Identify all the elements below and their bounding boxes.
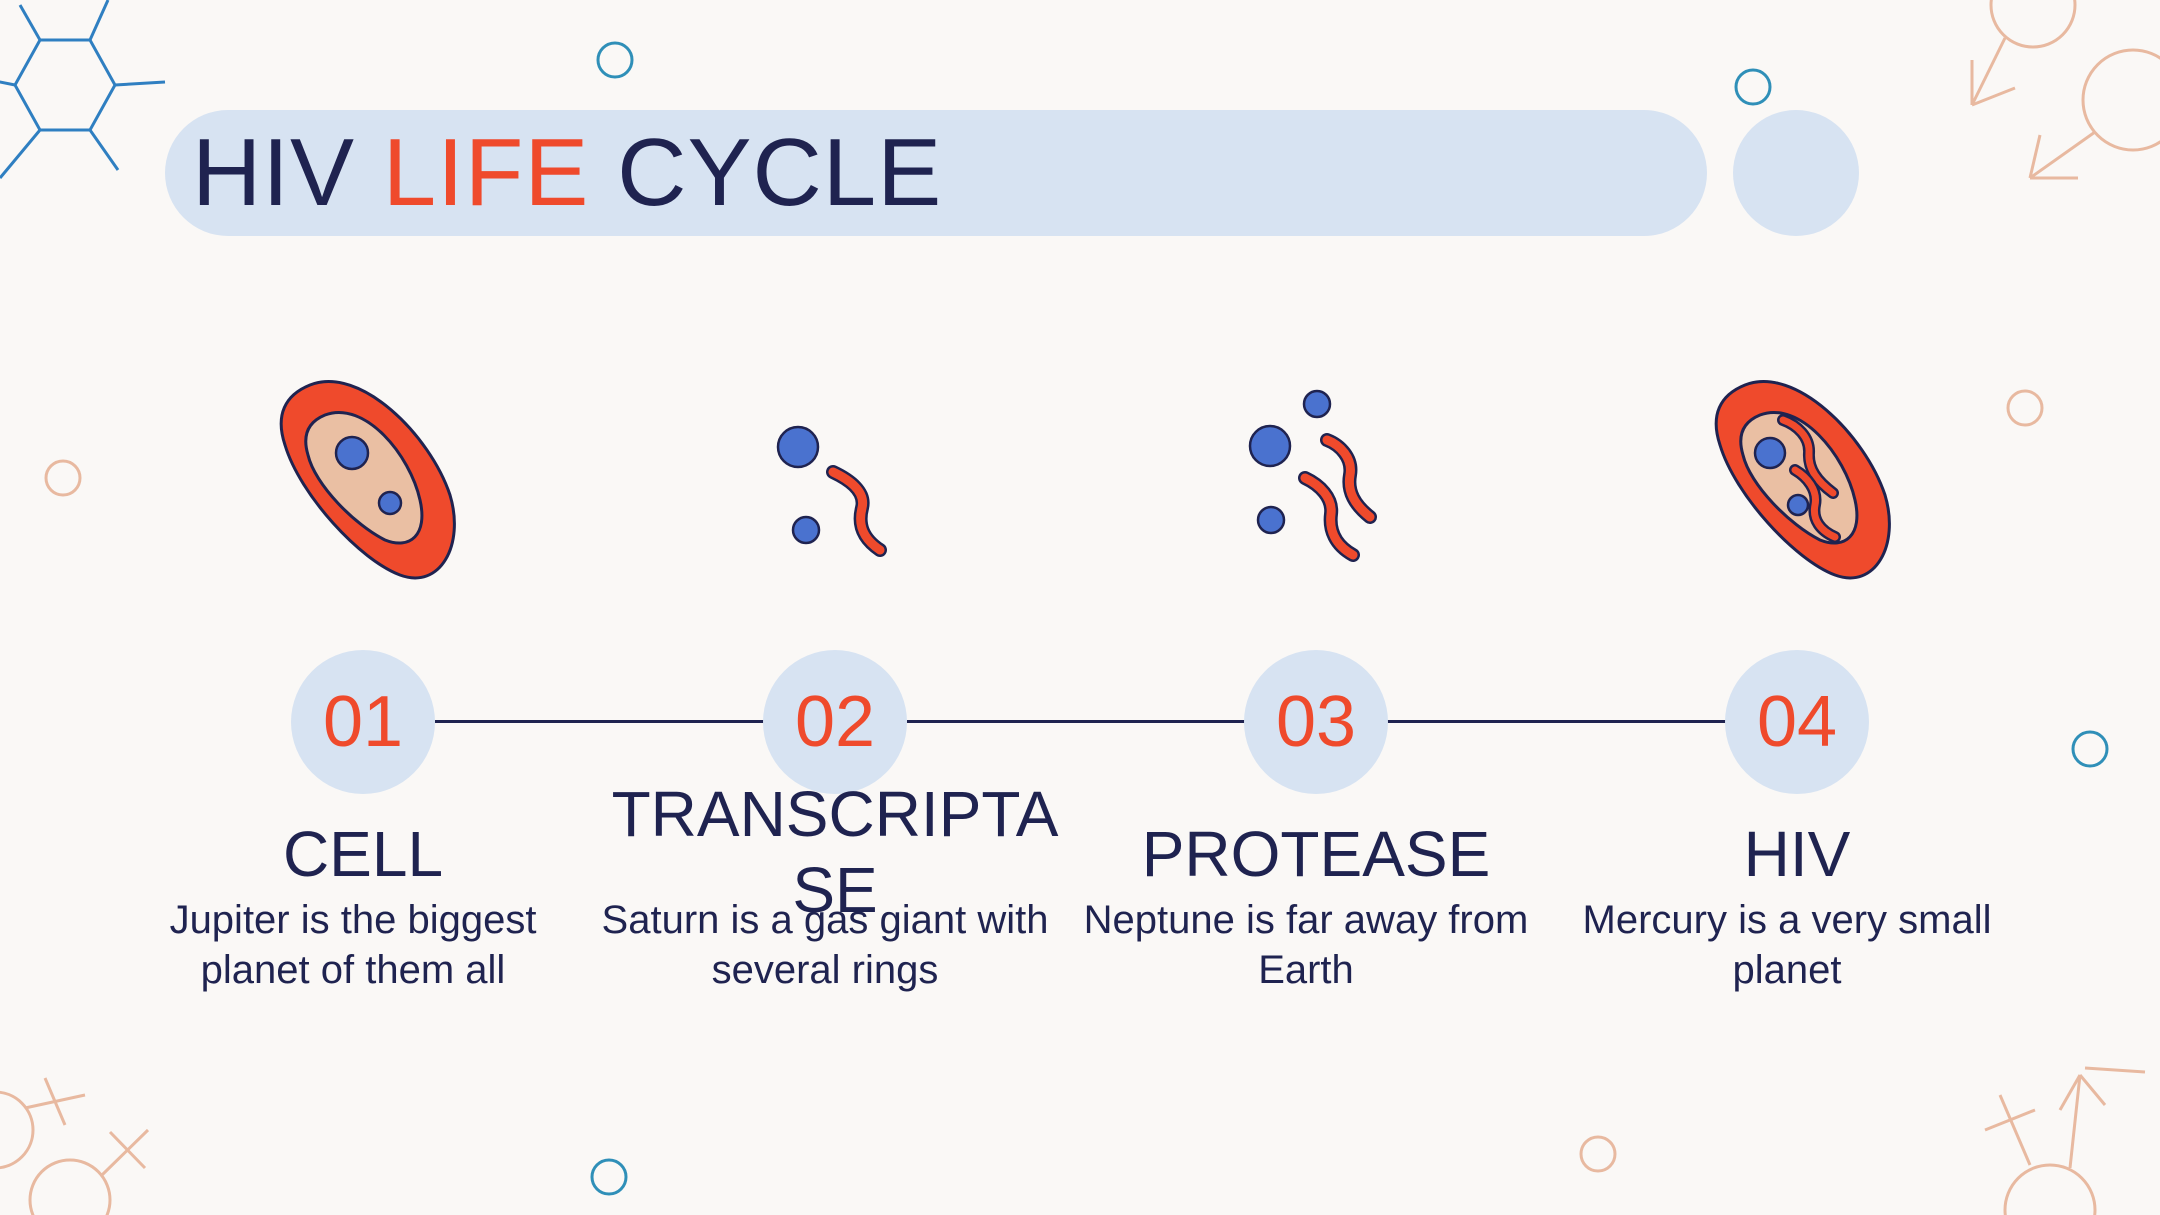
step-description: Neptune is far away from Earth bbox=[1083, 898, 1529, 992]
hexagon-lattice-icon bbox=[0, 0, 166, 179]
step-title: PROTEASE bbox=[1141, 818, 1491, 890]
protease-icon bbox=[1248, 389, 1377, 562]
gender-symbols-icon bbox=[1984, 1066, 2146, 1215]
timeline-connector bbox=[435, 720, 765, 723]
step-title: CELL bbox=[282, 818, 444, 890]
transcriptase-icon bbox=[776, 425, 887, 557]
step-title: HIV bbox=[1743, 818, 1851, 890]
title-banner-dot bbox=[1733, 110, 1859, 236]
step-number-badge: 04 bbox=[1725, 650, 1869, 794]
title-part1: HIV bbox=[192, 119, 383, 226]
gender-symbols-icon bbox=[0, 1077, 150, 1215]
timeline-connector bbox=[1387, 720, 1727, 723]
step-number-badge: 03 bbox=[1244, 650, 1388, 794]
ring-icon bbox=[590, 1158, 628, 1196]
cell-icon bbox=[279, 380, 456, 580]
step-number-badge: 01 bbox=[291, 650, 435, 794]
title-accent: LIFE bbox=[382, 119, 590, 226]
gender-symbols-icon bbox=[1970, 0, 2160, 180]
step-description: Jupiter is the biggest planet of them al… bbox=[169, 898, 537, 992]
title-part2: CYCLE bbox=[589, 119, 943, 226]
page-title: HIV LIFE CYCLE bbox=[192, 118, 942, 228]
infected-cell-icon bbox=[1714, 380, 1891, 580]
step-description: Saturn is a gas giant with several rings bbox=[601, 898, 1049, 992]
step-description: Mercury is a very small planet bbox=[1582, 898, 1992, 992]
ring-icon bbox=[1579, 1135, 1617, 1173]
title-banner bbox=[165, 110, 1707, 236]
ring-icon bbox=[2071, 730, 2109, 768]
ring-icon bbox=[2006, 389, 2044, 427]
ring-icon bbox=[44, 459, 82, 497]
step-title: TRANSCRIPTASE bbox=[611, 778, 1059, 926]
ring-icon bbox=[596, 41, 634, 79]
timeline-connector bbox=[907, 720, 1245, 723]
step-number-badge: 02 bbox=[763, 650, 907, 794]
ring-icon bbox=[1734, 68, 1772, 106]
